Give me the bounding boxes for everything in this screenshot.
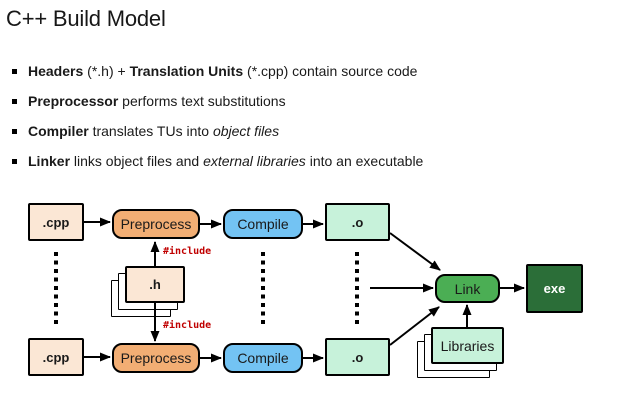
link-box: Link bbox=[435, 274, 500, 303]
include-label-bottom: #include bbox=[163, 320, 212, 331]
bullet-text: links object files and bbox=[70, 153, 204, 169]
bullet-text: Linker bbox=[28, 153, 71, 169]
bullet-text: Preprocessor bbox=[28, 93, 119, 109]
arrow-object-top-link bbox=[389, 232, 441, 271]
bullet-text: (*.cpp) contain source code bbox=[243, 63, 418, 79]
bullet-item: Headers (*.h) + Translation Units (*.cpp… bbox=[0, 56, 632, 86]
header-file-box: .h bbox=[125, 266, 185, 303]
exe-box: exe bbox=[526, 264, 583, 313]
preprocess-box-top: Preprocess bbox=[112, 209, 200, 239]
bullet-text: translates TUs into bbox=[88, 123, 213, 139]
compile-box-top: Compile bbox=[223, 209, 303, 239]
bullet-text: (*.h) + bbox=[83, 63, 130, 79]
bullet-text: into an executable bbox=[305, 153, 424, 169]
preprocess-box-bottom: Preprocess bbox=[112, 343, 200, 373]
bullet-item: Compiler translates TUs into object file… bbox=[0, 116, 632, 146]
bullet-text: performs text substitutions bbox=[118, 93, 286, 109]
cpp-file-box-top: .cpp bbox=[28, 203, 84, 241]
bullet-text: external libraries bbox=[203, 153, 306, 169]
bullet-text: Headers bbox=[28, 63, 84, 79]
slide-title: C++ Build Model bbox=[6, 6, 166, 31]
object-file-box-bottom: .o bbox=[325, 338, 390, 376]
bullet-item: Preprocessor performs text substitutions bbox=[0, 86, 632, 116]
bullet-text: Compiler bbox=[28, 123, 89, 139]
bullet-marker-icon bbox=[12, 69, 17, 74]
object-file-box-top: .o bbox=[325, 203, 390, 241]
compile-box-bottom: Compile bbox=[223, 343, 303, 373]
cpp-file-box-bottom: .cpp bbox=[28, 338, 84, 376]
bullet-marker-icon bbox=[12, 129, 17, 134]
bullet-list: Headers (*.h) + Translation Units (*.cpp… bbox=[0, 56, 632, 176]
bullet-text: Translation Units bbox=[129, 63, 244, 79]
include-label-top: #include bbox=[163, 246, 212, 257]
bullet-item: Linker links object files and external l… bbox=[0, 146, 632, 176]
libraries-box: Libraries bbox=[431, 327, 504, 364]
bullet-marker-icon bbox=[12, 99, 17, 104]
bullet-text: object files bbox=[212, 123, 280, 139]
bullet-marker-icon bbox=[12, 159, 17, 164]
